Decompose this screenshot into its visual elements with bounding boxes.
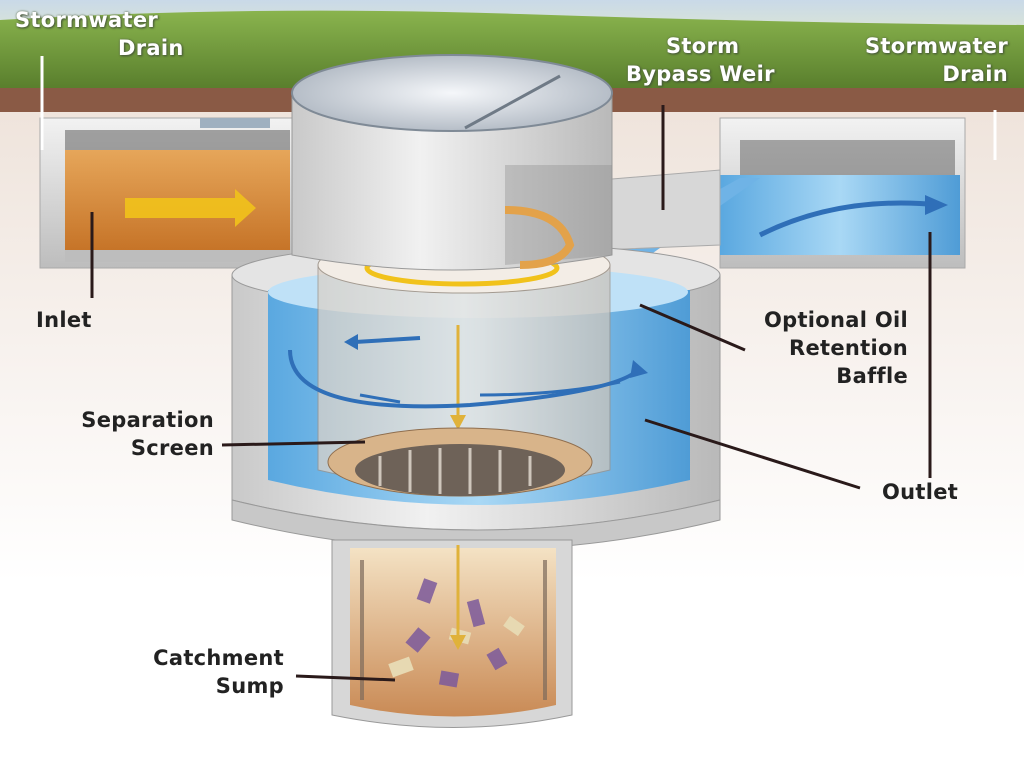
label-stormwater-drain-left: Stormwater Drain [15,6,184,62]
label-outlet: Outlet [882,480,959,504]
label-line: Bypass Weir [626,62,775,86]
label-line: Stormwater [15,8,159,32]
label-line: Stormwater [864,34,1008,58]
label-line: Drain [118,36,184,60]
label-line: Storm [666,34,740,58]
label-line: Baffle [836,364,908,388]
label-line: Optional Oil [763,308,908,332]
label-line: Sump [215,674,284,698]
label-line: Separation [81,408,214,432]
label-line: Screen [130,436,214,460]
label-line: Drain [942,62,1008,86]
label-line: Retention [789,336,908,360]
label-catchment-sump: Catchment Sump [100,644,284,700]
label-line: Catchment [153,646,284,670]
label-optional-oil-retention-baffle: Optional Oil Retention Baffle [726,306,908,390]
label-storm-bypass-weir: Storm Bypass Weir [626,32,775,88]
label-separation-screen: Separation Screen [40,406,214,462]
label-inlet: Inlet [36,308,92,332]
label-stormwater-drain-right: Stormwater Drain [826,32,1008,88]
